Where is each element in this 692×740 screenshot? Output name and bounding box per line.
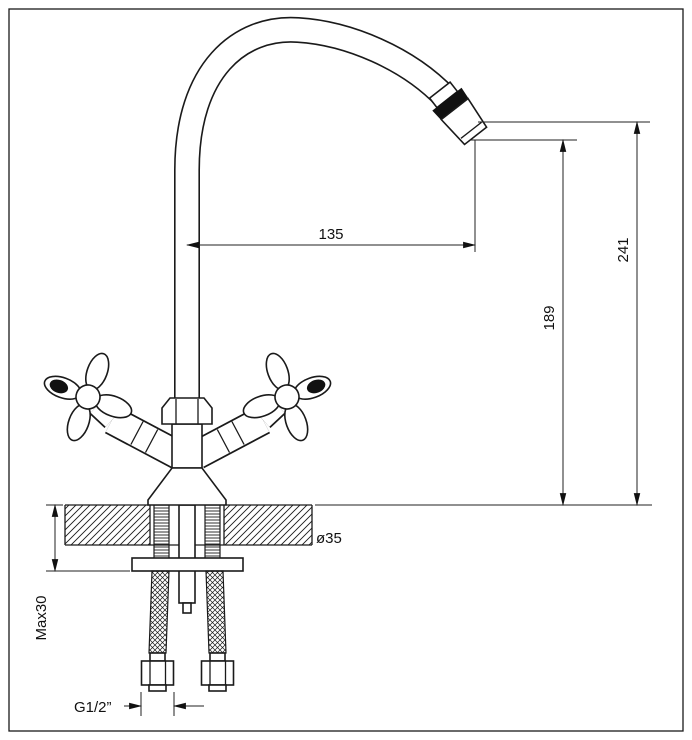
dimension-spout-reach: 135 <box>185 140 477 252</box>
right-handle <box>242 352 332 442</box>
body-column <box>171 423 203 469</box>
drawing-border <box>8 8 684 732</box>
aerator <box>428 80 488 146</box>
hose-fitting-right <box>200 652 235 692</box>
center-stud-tip <box>182 602 192 614</box>
hose-left <box>148 570 170 654</box>
threaded-stud-left <box>153 504 170 561</box>
dimension-thread-size: G1/2” <box>74 692 204 716</box>
dimension-overall-height: 241 <box>478 120 650 507</box>
spout <box>174 16 456 412</box>
mounting-hardware <box>131 504 244 614</box>
dimension-label-135: 135 <box>318 226 343 243</box>
dimension-label-241: 241 <box>615 237 632 262</box>
left-handle <box>43 352 133 442</box>
dimension-label-thread: G1/2” <box>74 699 112 716</box>
right-handle-dark-tip <box>306 379 326 394</box>
hose-right <box>205 570 227 654</box>
hose-fitting-left <box>140 652 175 692</box>
dimension-label-hole-diameter: ø35 <box>316 530 342 547</box>
body-base-cone <box>147 467 227 506</box>
body-hex-nut <box>161 397 213 425</box>
dimension-label-189: 189 <box>541 305 558 330</box>
countertop-section <box>64 504 313 546</box>
dimension-label-max-thickness: Max30 <box>33 595 50 640</box>
mounting-flange <box>131 557 244 572</box>
dimension-outlet-height: 189 <box>470 138 577 507</box>
center-stud <box>178 504 196 604</box>
dimension-max-thickness: Max30 <box>33 503 130 641</box>
faucet-body <box>147 397 227 506</box>
supply-hoses <box>140 570 235 692</box>
threaded-stud-right <box>204 504 221 561</box>
left-handle-dark-tip <box>49 379 69 394</box>
